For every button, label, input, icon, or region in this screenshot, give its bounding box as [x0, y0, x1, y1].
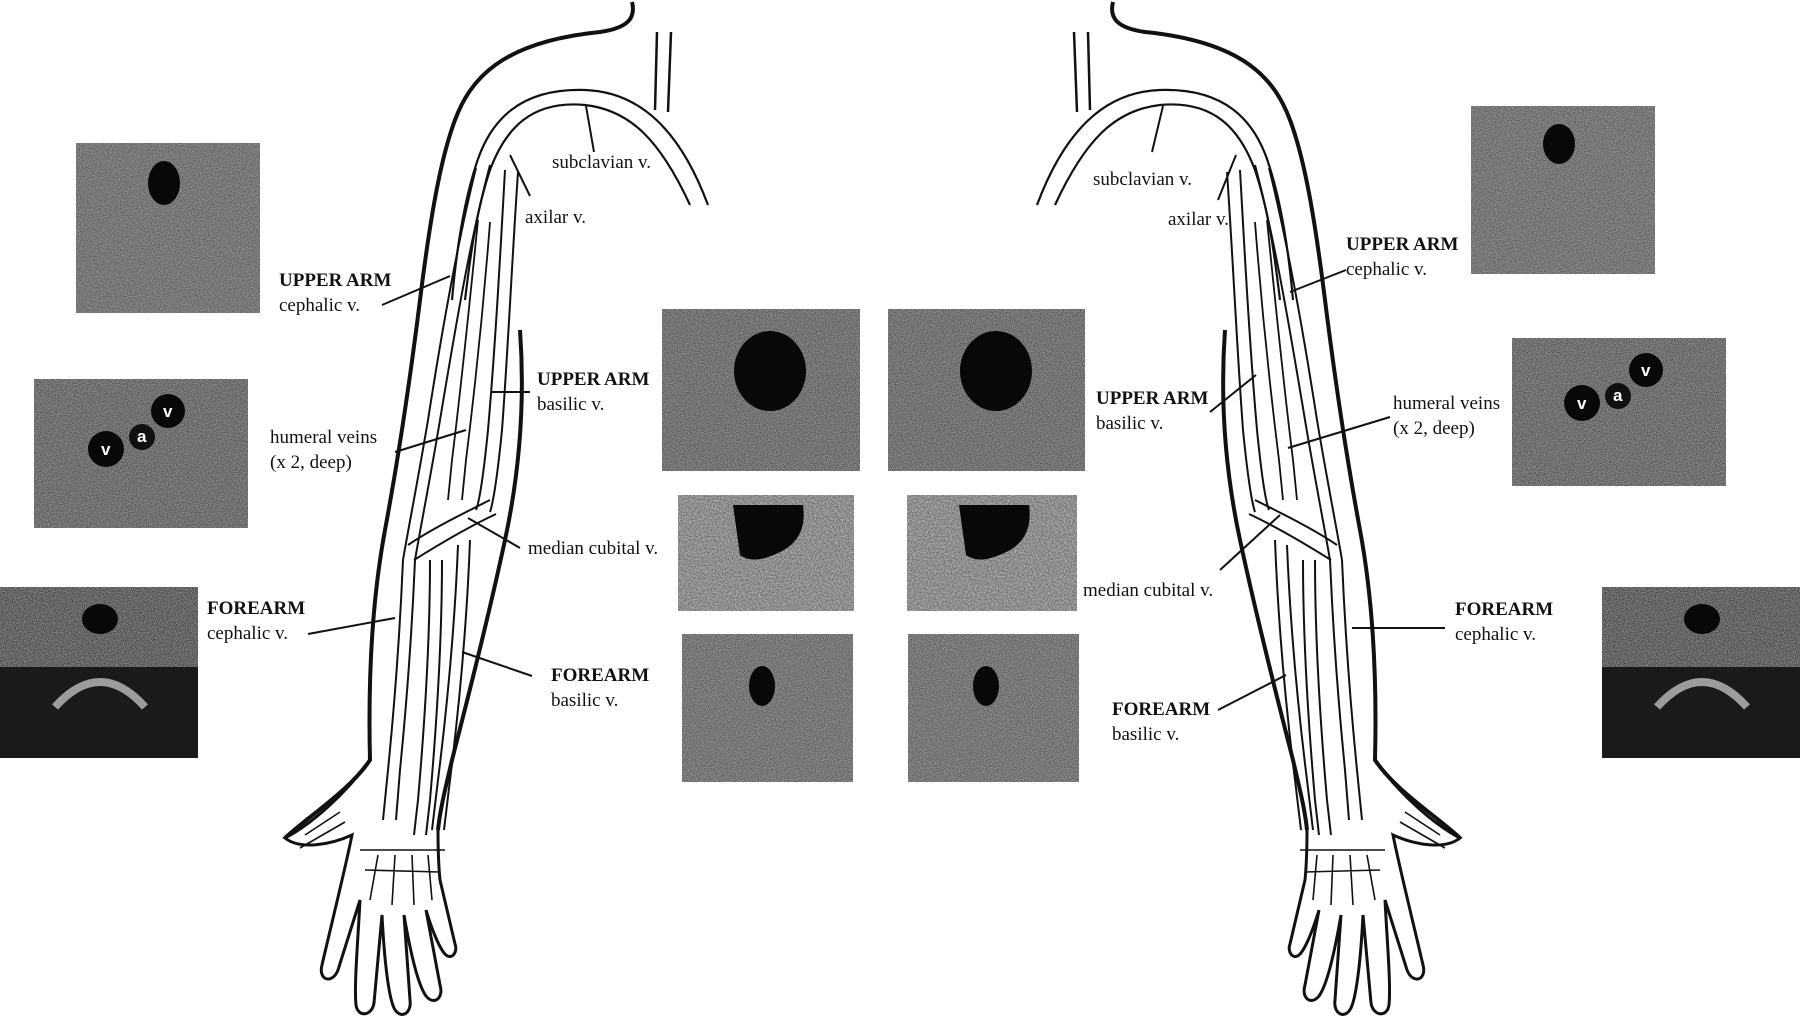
leader-upper-cephalic-left: [382, 276, 450, 305]
leader-humeral-left: [395, 430, 466, 452]
ultrasound-center-forearm-basilic-left: [682, 634, 853, 782]
label-humeral-right: humeral veins (x 2, deep): [1393, 391, 1500, 441]
label-axilar-left: axilar v.: [525, 205, 586, 230]
leader-axilar-right: [1218, 155, 1236, 200]
label-upper-basilic-left: UPPER ARM basilic v.: [537, 367, 649, 417]
leader-upper-basilic-right: [1210, 375, 1256, 412]
marker-v2-left: v: [163, 402, 173, 421]
leader-forearm-cephalic-left: [308, 618, 395, 634]
ultrasound-forearm-cephalic-left: [0, 587, 198, 758]
ultrasound-center-median-cubital-left: [678, 495, 854, 611]
label-humeral-left: humeral veins (x 2, deep): [270, 425, 377, 475]
vein-lumen: [734, 331, 806, 411]
vein-lumen: [960, 331, 1032, 411]
label-forearm-basilic-right: FOREARM basilic v.: [1112, 697, 1210, 747]
leader-axilar-left: [510, 155, 530, 196]
leader-median-cubital-right: [1220, 515, 1280, 570]
ultrasound-center-forearm-basilic-right: [908, 634, 1079, 782]
ultrasound-humeral-left: v a v: [34, 379, 248, 528]
right-arm-illustration: [1037, 2, 1460, 1014]
leader-upper-cephalic-right: [1290, 270, 1346, 292]
label-median-cubital-right: median cubital v.: [1083, 578, 1213, 603]
label-upper-basilic-right: UPPER ARM basilic v.: [1096, 386, 1208, 436]
ultrasound-center-upper-basilic-right: [888, 309, 1085, 471]
ultrasound-center-median-cubital-right: [907, 495, 1077, 611]
ultrasound-humeral-right: v a v: [1512, 338, 1726, 486]
label-axilar-right: axilar v.: [1168, 207, 1229, 232]
leader-median-cubital-left: [468, 518, 520, 548]
label-subclavian-left: subclavian v.: [552, 150, 651, 175]
label-forearm-basilic-left: FOREARM basilic v.: [551, 663, 649, 713]
ultrasound-forearm-cephalic-right: [1602, 587, 1800, 758]
vein-lumen: [1684, 604, 1720, 634]
label-forearm-cephalic-left: FOREARM cephalic v.: [207, 596, 305, 646]
label-forearm-cephalic-right: FOREARM cephalic v.: [1455, 597, 1553, 647]
leader-humeral-right: [1288, 417, 1390, 448]
vein-lumen: [749, 666, 775, 706]
label-median-cubital-left: median cubital v.: [528, 536, 658, 561]
leader-subclavian-right: [1152, 106, 1163, 152]
ultrasound-upper-cephalic-right: [1471, 106, 1655, 274]
leader-subclavian-left: [586, 106, 594, 152]
marker-v2-right: v: [1641, 361, 1651, 380]
vein-lumen: [148, 161, 180, 205]
marker-v1-right: v: [1577, 394, 1587, 413]
ultrasound-center-upper-basilic-left: [662, 309, 860, 471]
vein-lumen: [973, 666, 999, 706]
marker-a-right: a: [1613, 386, 1623, 405]
vein-lumen: [82, 604, 118, 634]
marker-v1-left: v: [101, 440, 111, 459]
label-upper-cephalic-left: UPPER ARM cephalic v.: [279, 268, 391, 318]
label-upper-cephalic-right: UPPER ARM cephalic v.: [1346, 232, 1458, 282]
vein-lumen: [1543, 124, 1575, 164]
ultrasound-upper-cephalic-left: [76, 143, 260, 313]
marker-a-left: a: [137, 427, 147, 446]
label-subclavian-right: subclavian v.: [1093, 167, 1192, 192]
